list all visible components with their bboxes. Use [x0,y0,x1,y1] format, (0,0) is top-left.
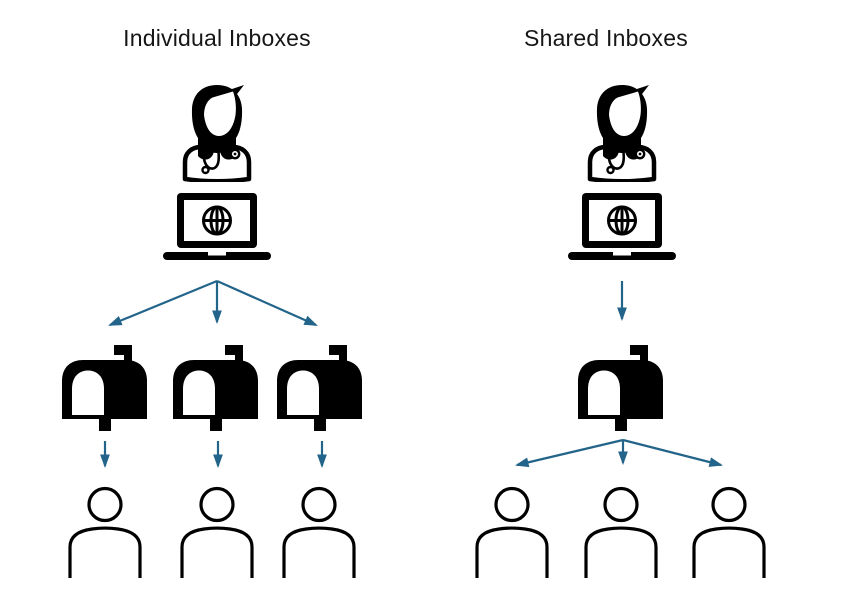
laptop-globe-icon [568,193,676,260]
mailbox-icon [62,345,147,431]
mailbox-icon [173,345,258,431]
doctor-icon [178,84,256,182]
down-arrow-to-shared-mailbox [617,281,627,322]
fan-out-arrows-to-recipients [515,438,723,468]
person-icon [179,486,255,578]
right-column-title: Shared Inboxes [524,25,688,51]
down-arrows-to-recipients [100,441,327,469]
fan-out-arrows-to-mailboxes [108,279,318,327]
doctor-icon [583,84,661,182]
person-icon [474,486,550,578]
laptop-globe-icon [163,193,271,260]
mailbox-icon [277,345,362,431]
person-icon [583,486,659,578]
person-icon [67,486,143,578]
mailbox-icon [578,345,663,431]
left-column-title: Individual Inboxes [123,25,311,51]
person-icon [281,486,357,578]
person-icon [691,486,767,578]
